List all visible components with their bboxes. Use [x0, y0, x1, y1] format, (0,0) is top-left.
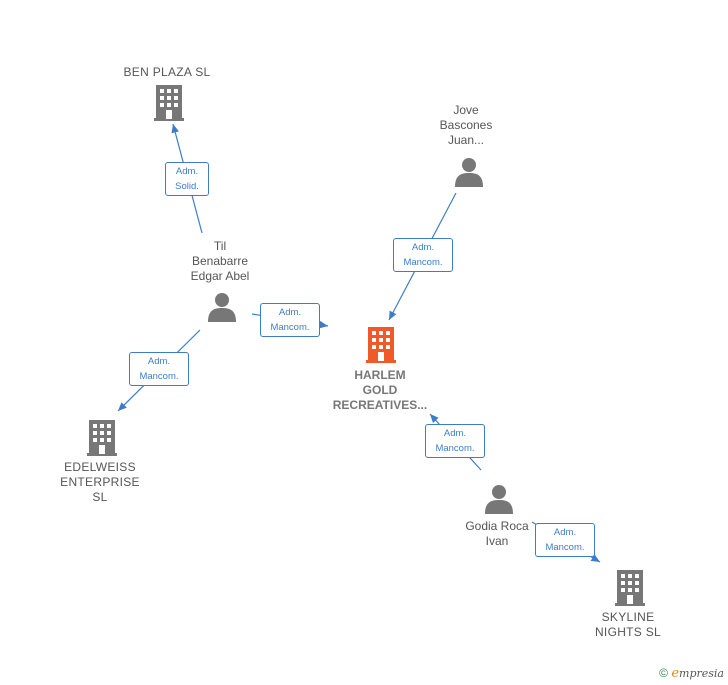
- node-label-jove[interactable]: Jove Bascones Juan...: [439, 103, 493, 147]
- node-label-til[interactable]: Til Benabarre Edgar Abel: [190, 239, 250, 283]
- footer-brand: © empresia: [659, 666, 724, 681]
- node-label-ben-plaza[interactable]: BEN PLAZA SL: [123, 65, 211, 79]
- person-icon[interactable]: [208, 293, 236, 322]
- edge-label-godia-harlem[interactable]: Adm. Mancom.: [425, 424, 485, 458]
- edge-label-jove-harlem[interactable]: Adm. Mancom.: [393, 238, 453, 272]
- node-label-edelweiss[interactable]: EDELWEISS ENTERPRISE SL: [60, 460, 140, 504]
- building-icon[interactable]: [87, 420, 117, 456]
- edge-label-til-harlem[interactable]: Adm. Mancom.: [260, 303, 320, 337]
- brand-name: mpresia: [679, 667, 724, 680]
- edge-label-godia-skyline[interactable]: Adm. Mancom.: [535, 523, 595, 557]
- brand-initial: e: [671, 666, 680, 681]
- person-icon[interactable]: [455, 158, 483, 187]
- edge-label-til-edelweiss[interactable]: Adm. Mancom.: [129, 352, 189, 386]
- building-icon[interactable]: [154, 85, 184, 121]
- node-label-godia[interactable]: Godia Roca Ivan: [465, 519, 529, 548]
- person-icon[interactable]: [485, 485, 513, 514]
- building-icon[interactable]: [615, 570, 645, 606]
- node-label-skyline[interactable]: SKYLINE NIGHTS SL: [594, 610, 662, 639]
- node-label-harlem[interactable]: HARLEM GOLD RECREATIVES...: [332, 368, 428, 412]
- edge-label-til-benplaza[interactable]: Adm. Solid.: [165, 162, 209, 196]
- copyright-symbol: ©: [659, 666, 668, 680]
- building-icon[interactable]: [366, 327, 396, 363]
